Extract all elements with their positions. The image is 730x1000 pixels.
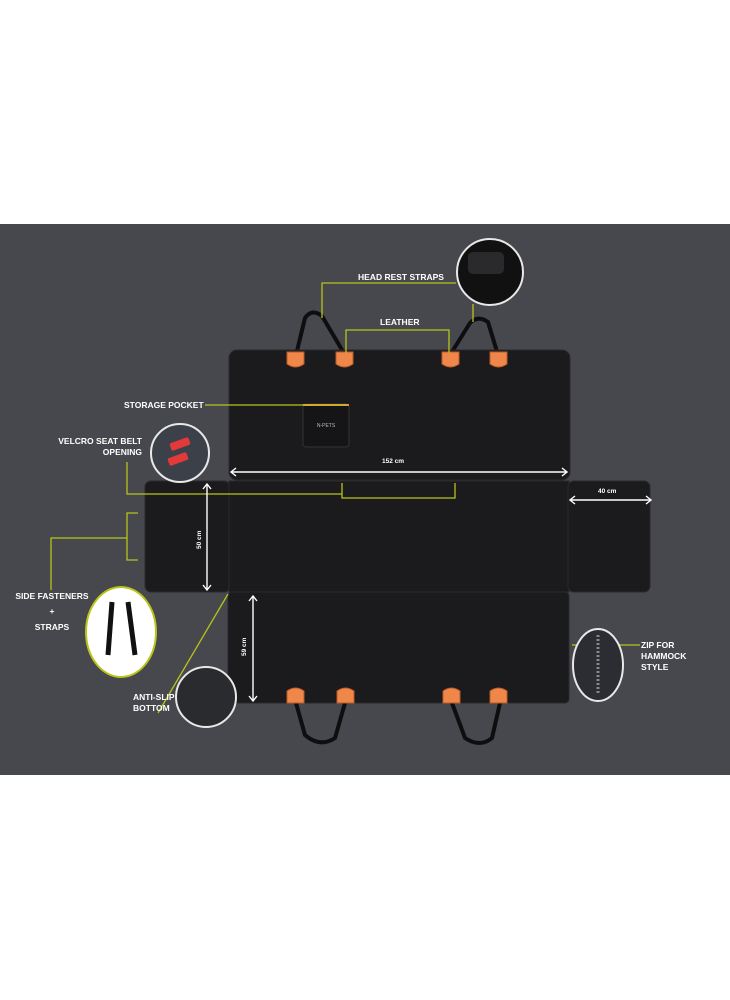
headrest-detail-photo [456, 238, 524, 306]
dim-flap-width: 40 cm [598, 488, 617, 495]
dim-drop-length: 59 cm [241, 637, 248, 656]
label-zip-line3: STYLE [641, 662, 669, 672]
label-anti-slip-line2: BOTTOM [133, 703, 170, 713]
label-plus: + [50, 606, 55, 616]
label-velcro-line1: VELCRO SEAT BELT [58, 436, 143, 446]
leader-lines [50, 282, 640, 714]
dimension-arrows [202, 467, 653, 703]
velcro-detail-photo [150, 423, 210, 483]
leather-tabs-top [286, 351, 508, 368]
straps-detail-photo [85, 586, 157, 678]
storage-pocket: N-PETS [302, 403, 350, 448]
bottom-straps [294, 701, 502, 745]
label-velcro-line2: OPENING [103, 447, 143, 457]
drop-panel [227, 591, 570, 704]
zip-detail-photo [572, 628, 624, 702]
seat-panel [228, 480, 570, 593]
right-side-flap [567, 480, 651, 593]
label-side-fasteners: SIDE FASTENERS [15, 591, 89, 601]
label-zip-line1: ZIP FOR [641, 640, 674, 650]
anti-slip-detail-photo [175, 666, 237, 728]
left-side-flap [144, 480, 231, 593]
label-leather: LEATHER [380, 317, 420, 327]
label-straps: STRAPS [35, 622, 70, 632]
dim-width: 152 cm [382, 458, 404, 465]
dim-seat-depth: 50 cm [196, 530, 203, 549]
label-storage-pocket: STORAGE POCKET [124, 400, 204, 410]
label-anti-slip-line1: ANTI-SLIP [133, 692, 175, 702]
brand-logo: N-PETS [317, 423, 336, 429]
label-head-rest-straps: HEAD REST STRAPS [358, 272, 444, 282]
label-zip-line2: HAMMOCK [641, 651, 687, 661]
leather-tabs-bottom [286, 687, 508, 704]
